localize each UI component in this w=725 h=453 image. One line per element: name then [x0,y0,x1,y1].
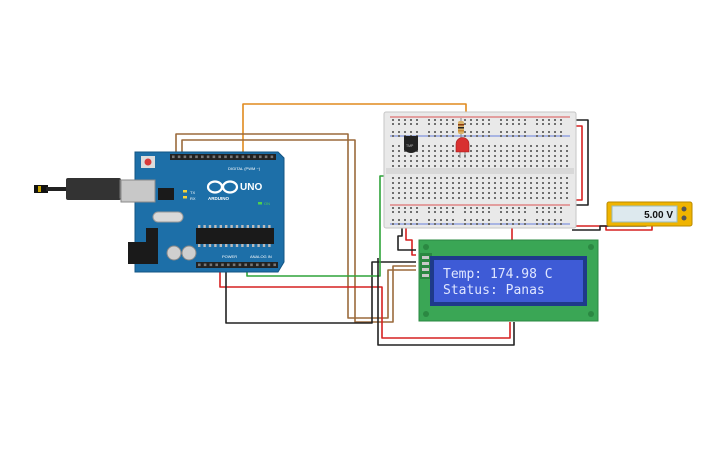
power-header [196,262,278,268]
usb-port [120,179,156,203]
arduino-brand-label: ARDUINO [208,196,229,201]
lcd-display[interactable]: Temp: 174.98 C Status: Panas [418,239,599,322]
resistor-icon[interactable] [458,118,464,138]
analog-header-label: ANALOG IN [250,254,272,259]
svg-text:TMP: TMP [406,144,414,148]
temperature-sensor-icon[interactable]: TMP [404,136,418,153]
digital-pins [172,155,274,159]
voltmeter-terminal-neg[interactable] [681,215,687,221]
voltmeter-screen [611,205,678,223]
wire-brown-2[interactable] [181,139,416,323]
wire-red-power[interactable] [219,270,511,339]
wire-red-rail-top[interactable] [572,125,583,201]
voltmeter-terminal-pos[interactable] [681,206,687,212]
capacitor [181,245,197,261]
led-icon[interactable] [455,137,470,159]
dc-jack-icon [128,242,158,264]
capacitor [166,245,182,261]
wire-red-meter[interactable] [572,222,653,231]
arduino-model-label: UNO [240,182,262,193]
lcd-screen [434,260,583,302]
digital-header [170,154,276,160]
lcd-line-1: Temp: 174.98 C [443,267,553,282]
voltmeter-reading: 5.00 V [644,210,673,221]
breadboard-center-channel [386,168,574,174]
lcd-pins [422,256,429,277]
breadboard[interactable] [383,111,577,229]
breadboard-holes [392,119,568,225]
wire-black-rail[interactable] [566,119,589,206]
wire-black-gnd[interactable] [225,261,416,324]
wire-brown-1[interactable] [175,133,416,319]
on-label: ON [264,201,270,206]
tx-label: TX [190,190,195,195]
power-pins [198,263,276,267]
atmega-chip [196,228,274,244]
voltmeter[interactable]: 5.00 V [606,201,693,227]
arduino-uno-board[interactable]: ARDUINO UNO DIGITAL (PWM ~) POWER ANALOG… [120,151,285,273]
crystal [152,211,184,223]
lcd-line-2: Status: Panas [443,283,545,298]
digital-header-label: DIGITAL (PWM ~) [228,166,261,171]
rx-label: RX [190,196,196,201]
arduino-logo-icon [206,180,239,194]
power-header-label: POWER [222,254,237,259]
wire-black-lcd[interactable] [377,258,515,346]
